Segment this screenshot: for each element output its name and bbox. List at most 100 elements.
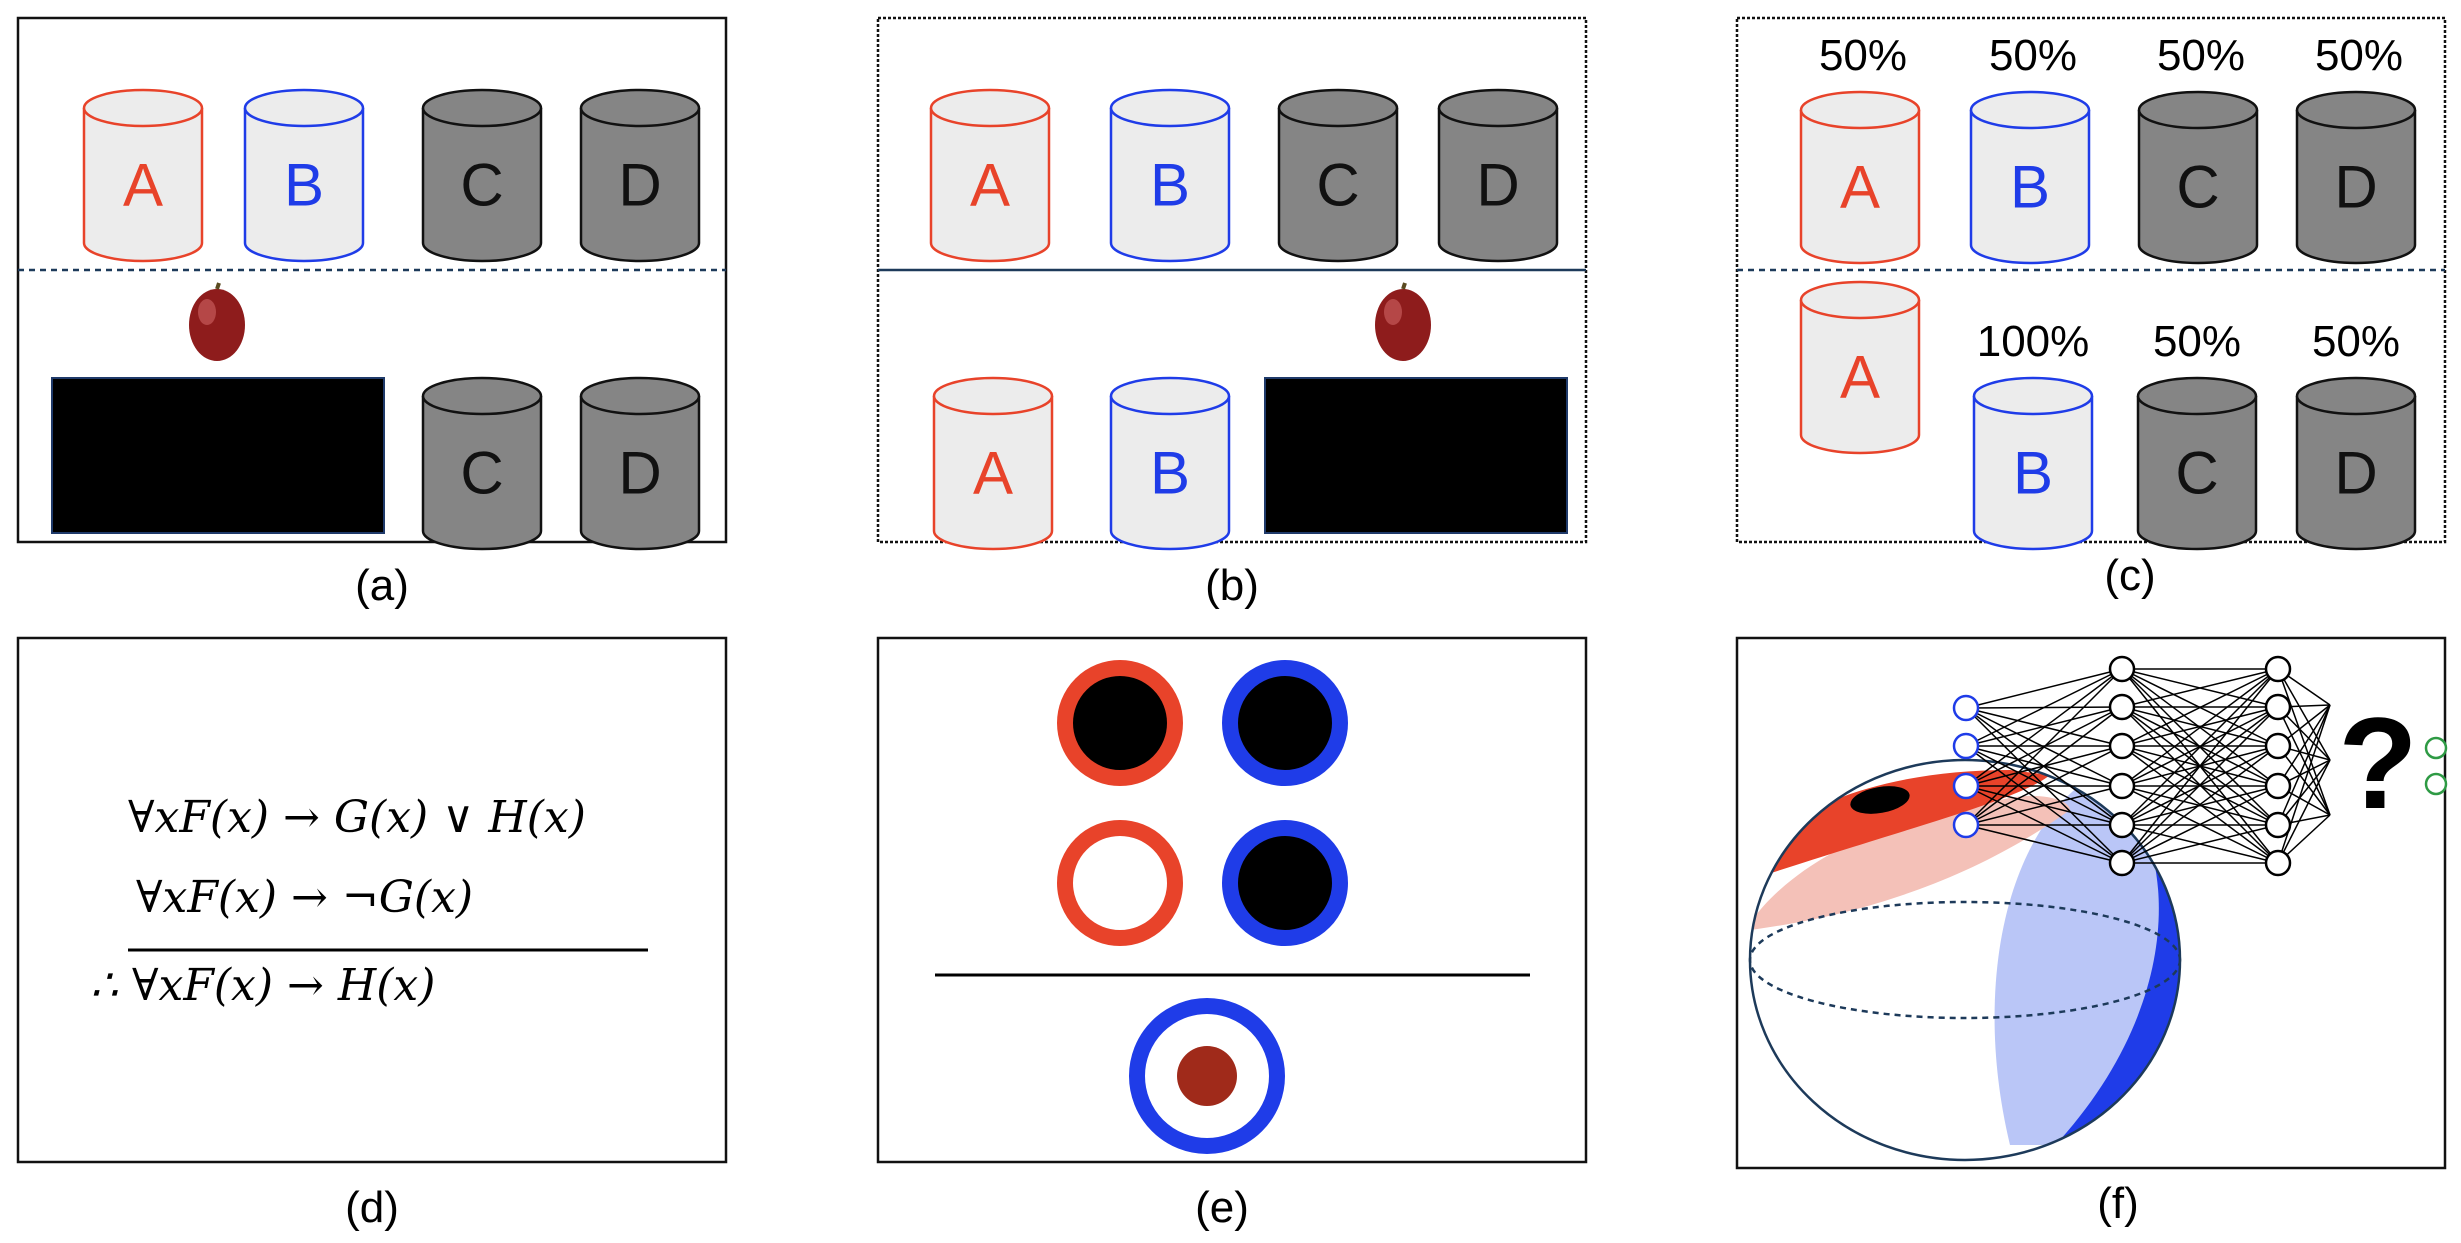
panel-b-caption: (b) <box>1205 561 1259 610</box>
percentage-label: 50% <box>1989 31 2077 80</box>
cylinder-d: D <box>579 376 701 551</box>
cylinder-label: D <box>1476 152 1519 219</box>
hidden-node <box>2264 655 2292 683</box>
panel-c-bottom-row: A B 100% C 50% D 50% <box>1799 280 2417 551</box>
cylinder-a: A <box>932 376 1054 551</box>
cylinder-b: B <box>1109 376 1231 551</box>
panel-a-occluder <box>51 377 385 534</box>
cylinder-c: C <box>2136 376 2258 551</box>
percentage-label: 100% <box>1977 317 2090 366</box>
percentage-label: 50% <box>1819 31 1907 80</box>
cylinder-label: C <box>1316 152 1359 219</box>
grape-icon <box>189 282 245 361</box>
panel-a-frame <box>16 16 728 544</box>
conclusion: ∴ ∀xF(x) → H(x) <box>90 960 435 1011</box>
black-dot <box>1850 786 1910 814</box>
cylinder-label: B <box>2010 154 2050 221</box>
panel-e-caption: (e) <box>1195 1183 1249 1232</box>
hidden-node <box>2264 811 2292 839</box>
cylinder-b: B <box>1109 88 1231 263</box>
cylinder-label: D <box>2334 154 2377 221</box>
hidden-node <box>2108 811 2136 839</box>
input-node <box>1952 772 1980 800</box>
hidden-node <box>2108 655 2136 683</box>
cylinder-label: D <box>2334 440 2377 507</box>
panel-d-frame <box>16 636 728 1164</box>
red-ring-empty <box>1057 820 1183 946</box>
cylinder-d: D <box>1437 88 1559 263</box>
cylinder-c: C <box>421 88 543 263</box>
cylinder-label: B <box>2013 440 2053 507</box>
cylinder-c: C <box>1277 88 1399 263</box>
panel-c-frame <box>1735 16 2447 544</box>
panel-a-top-row: A B C D <box>82 88 701 263</box>
hidden-node <box>2108 693 2136 721</box>
cylinder-label: C <box>2175 440 2218 507</box>
output-node-green <box>2424 772 2448 796</box>
cylinder-label: A <box>970 152 1010 219</box>
cylinder-c: C <box>421 376 543 551</box>
cylinder-label: B <box>1150 152 1190 219</box>
cylinder-d: D <box>579 88 701 263</box>
panel-c: A 50% B 50% C 50% D 50% A B 100% C 50% D 50% (c) <box>1735 16 2447 600</box>
cylinder-d: D <box>2295 90 2417 265</box>
input-node <box>1952 811 1980 839</box>
output-node-green <box>2424 736 2448 760</box>
cylinder-b: B <box>1969 90 2091 265</box>
grape-icon <box>1375 282 1431 361</box>
cylinder-b: B <box>1972 376 2094 551</box>
input-node <box>1952 694 1980 722</box>
hidden-node <box>2264 849 2292 877</box>
cylinder-label: A <box>123 152 163 219</box>
cylinder-label: B <box>1150 440 1190 507</box>
panel-f: ? (f) <box>1735 636 2448 1228</box>
panel-d-caption: (d) <box>345 1183 399 1232</box>
cylinder-label: A <box>973 440 1013 507</box>
cylinder-a: A <box>1799 90 1921 265</box>
cylinder-label: B <box>284 152 324 219</box>
cylinder-label: C <box>460 152 503 219</box>
percentage-label: 50% <box>2312 317 2400 366</box>
hidden-node <box>2108 772 2136 800</box>
red-cap-light <box>1750 795 2070 940</box>
hidden-node <box>2108 732 2136 760</box>
hidden-node <box>2264 693 2292 721</box>
cylinder-d: D <box>2295 376 2417 551</box>
percentage-label: 50% <box>2315 31 2403 80</box>
panel-d: ∀xF(x) → G(x) ∨ H(x) ∀xF(x) → ¬G(x) ∴ ∀x… <box>16 636 728 1232</box>
panel-e: (e) <box>876 636 1588 1232</box>
cylinder-label: D <box>618 152 661 219</box>
panel-c-caption: (c) <box>2104 551 2155 600</box>
cylinder-a: A <box>929 88 1051 263</box>
hidden-node <box>2264 772 2292 800</box>
panel-e-frame <box>876 636 1588 1164</box>
sphere-equator <box>1748 900 2182 1020</box>
panel-a-caption: (a) <box>355 561 409 610</box>
cylinder-label: A <box>1840 344 1880 411</box>
neural-network <box>1952 655 2331 877</box>
network-edges <box>1965 668 2331 864</box>
cylinder-c: C <box>2137 90 2259 265</box>
grape-dot <box>1177 1046 1237 1106</box>
panel-b-top-row: A B C D <box>929 88 1559 263</box>
percentage-label: 50% <box>2157 31 2245 80</box>
panel-b-occluder <box>1264 377 1568 534</box>
panel-c-top-row: A 50% B 50% C 50% D 50% <box>1799 31 2417 265</box>
percentage-label: 50% <box>2153 317 2241 366</box>
hidden-node <box>2264 732 2292 760</box>
red-ring-filled <box>1057 660 1183 786</box>
premise-2: ∀xF(x) → ¬G(x) <box>136 872 473 923</box>
panel-b-frame <box>876 16 1588 544</box>
blue-ring-filled-2 <box>1222 820 1348 946</box>
cylinder-label: D <box>618 440 661 507</box>
panel-f-frame <box>1735 636 2447 1170</box>
cylinder-label: A <box>1840 154 1880 221</box>
cylinder-b: B <box>243 88 365 263</box>
cylinder-label: C <box>2176 154 2219 221</box>
question-mark: ? <box>2338 690 2417 836</box>
hidden-node <box>2108 849 2136 877</box>
